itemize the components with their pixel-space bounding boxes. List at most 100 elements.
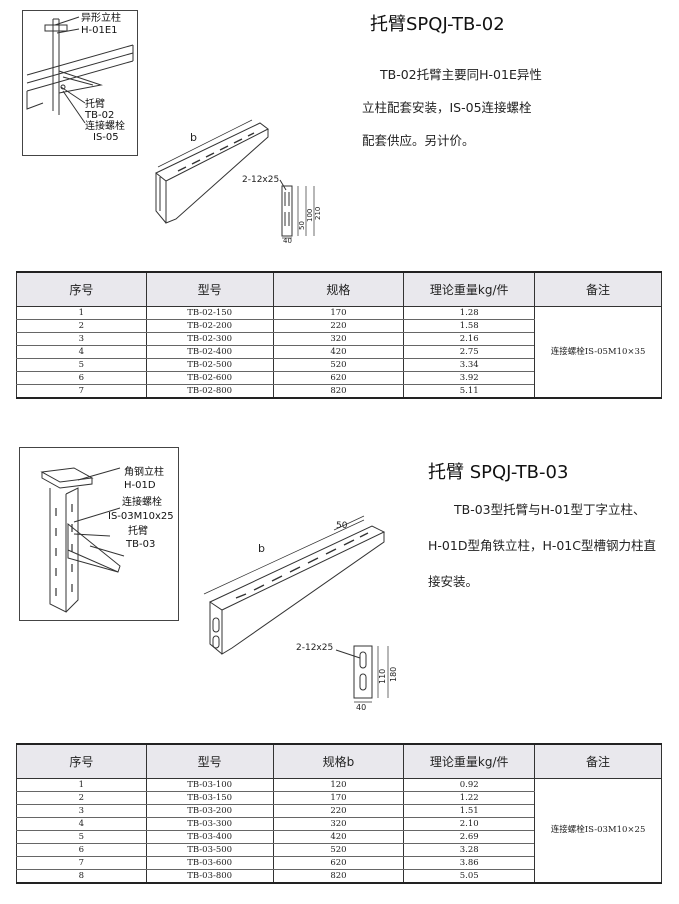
cell-model: TB-03-400 bbox=[145, 830, 274, 844]
tb03-dim-110: 110 bbox=[378, 669, 387, 684]
table-row: 1 TB-02-150 170 1.28 连接螺栓IS-05M10×35 bbox=[16, 306, 662, 399]
cell-note: 连接螺栓IS-05M10×35 bbox=[534, 306, 662, 399]
cell-index: 4 bbox=[16, 817, 147, 831]
cell-weight: 2.75 bbox=[403, 345, 536, 359]
tb02-spec-table: 序号 型号 规格 理论重量kg/件 备注 1 TB-02-150 170 1.2… bbox=[16, 271, 662, 399]
tb03-description: TB-03型托臂与H-01型丁字立柱、 H-01D型角铁立柱，H-01C型槽钢力… bbox=[428, 492, 656, 600]
table-row: 2 TB-02-200 220 1.58 bbox=[16, 319, 662, 333]
tb02-dim-slot: 2-12x25 bbox=[242, 175, 279, 185]
tb03-spec-table: 序号 型号 规格b 理论重量kg/件 备注 1 TB-03-100 120 0.… bbox=[16, 743, 662, 884]
cell-model: TB-03-500 bbox=[145, 843, 274, 857]
table-row: 3 TB-02-300 320 2.16 bbox=[16, 332, 662, 346]
tb02-assembly-drawing bbox=[26, 16, 134, 124]
cell-spec: 170 bbox=[272, 306, 405, 320]
cell-index: 1 bbox=[16, 306, 147, 320]
callout-arm-label: 托臂 bbox=[85, 99, 105, 110]
tb03-dim-180: 180 bbox=[389, 667, 398, 682]
tb02-dim-210: 210 bbox=[314, 207, 322, 220]
tb03-title: 托臂 SPQJ-TB-03 bbox=[428, 462, 569, 483]
tb02-dim-50: 50 bbox=[298, 221, 306, 230]
cell-spec: 620 bbox=[272, 371, 405, 385]
callout-bolt-code-2: IS-03M10x25 bbox=[108, 511, 174, 522]
cell-weight: 2.16 bbox=[403, 332, 536, 346]
tb03-dim-slot: 2-12x25 bbox=[296, 643, 333, 653]
cell-spec: 820 bbox=[272, 384, 405, 399]
cell-spec: 520 bbox=[272, 358, 405, 372]
cell-spec: 170 bbox=[272, 791, 405, 805]
tb03-desc-line-1: TB-03型托臂与H-01型丁字立柱、 bbox=[454, 502, 646, 517]
cell-note: 连接螺栓IS-03M10×25 bbox=[534, 778, 662, 884]
tb02-slot-detail: 2-12x25 40 50 100 210 bbox=[242, 175, 322, 245]
tb02-desc-line-3: 配套供应。另计价。 bbox=[362, 133, 475, 148]
cell-model: TB-02-500 bbox=[145, 358, 274, 372]
callout-angle-column-code: H-01D bbox=[124, 480, 156, 491]
tb03-slot-detail: 2-12x25 40 110 180 bbox=[296, 643, 398, 712]
cell-spec: 120 bbox=[272, 778, 405, 792]
cell-spec: 220 bbox=[272, 804, 405, 818]
cell-index: 1 bbox=[16, 778, 147, 792]
cell-spec: 620 bbox=[272, 856, 405, 870]
cell-weight: 3.34 bbox=[403, 358, 536, 372]
cell-weight: 1.51 bbox=[403, 804, 536, 818]
cell-model: TB-03-150 bbox=[145, 791, 274, 805]
cell-index: 4 bbox=[16, 345, 147, 359]
header-model: 型号 bbox=[145, 271, 274, 307]
cell-model: TB-02-400 bbox=[145, 345, 274, 359]
table-row: 6 TB-03-500 520 3.28 bbox=[16, 843, 662, 857]
cell-spec: 420 bbox=[272, 830, 405, 844]
tb03-assembly-drawing bbox=[40, 467, 125, 613]
callout-column-label: 异形立柱 bbox=[81, 13, 121, 24]
cell-index: 3 bbox=[16, 332, 147, 346]
cell-index: 3 bbox=[16, 804, 147, 818]
cell-spec: 820 bbox=[272, 869, 405, 884]
tb02-desc-line-2: 立柱配套安装，IS-05连接螺栓 bbox=[362, 100, 532, 115]
header-index: 序号 bbox=[16, 743, 147, 779]
tb02-dim-100: 100 bbox=[306, 209, 314, 222]
tb02-arm-drawing: b bbox=[155, 119, 269, 224]
callout-column-code: H-01E1 bbox=[81, 25, 118, 36]
cell-spec: 320 bbox=[272, 817, 405, 831]
header-spec: 规格b bbox=[272, 743, 405, 779]
table-row: 2 TB-03-150 170 1.22 bbox=[16, 791, 662, 805]
tb02-description: TB-02托臂主要同H-01E异性 立柱配套安装，IS-05连接螺栓 配套供应。… bbox=[362, 58, 542, 157]
header-model: 型号 bbox=[145, 743, 274, 779]
callout-arm-code: TB-02 bbox=[85, 110, 115, 121]
cell-spec: 420 bbox=[272, 345, 405, 359]
cell-weight: 2.69 bbox=[403, 830, 536, 844]
cell-spec: 320 bbox=[272, 332, 405, 346]
tb03-arm-drawing: b 50 bbox=[203, 515, 386, 655]
cell-spec: 520 bbox=[272, 843, 405, 857]
table-row: 5 TB-02-500 520 3.34 bbox=[16, 358, 662, 372]
cell-model: TB-02-300 bbox=[145, 332, 274, 346]
header-index: 序号 bbox=[16, 271, 147, 307]
header-note: 备注 bbox=[534, 743, 662, 779]
cell-model: TB-02-150 bbox=[145, 306, 274, 320]
table-row: 8 TB-03-800 820 5.05 bbox=[16, 869, 662, 884]
cell-index: 2 bbox=[16, 319, 147, 333]
tb03-dim-40: 40 bbox=[356, 703, 366, 712]
cell-weight: 3.86 bbox=[403, 856, 536, 870]
tb02-dim-b: b bbox=[190, 131, 197, 144]
tb03-assembly-figure: 角钢立柱 H-01D 连接螺栓 IS-03M10x25 托臂 TB-03 bbox=[19, 447, 179, 621]
cell-weight: 5.11 bbox=[403, 384, 536, 399]
cell-index: 8 bbox=[16, 869, 147, 884]
cell-index: 5 bbox=[16, 358, 147, 372]
cell-spec: 220 bbox=[272, 319, 405, 333]
callout-angle-column-label: 角钢立柱 bbox=[124, 467, 164, 478]
cell-weight: 1.28 bbox=[403, 306, 536, 320]
cell-index: 7 bbox=[16, 384, 147, 399]
tb02-desc-line-1: TB-02托臂主要同H-01E异性 bbox=[380, 67, 542, 82]
cell-index: 7 bbox=[16, 856, 147, 870]
table-header-row: 序号 型号 规格b 理论重量kg/件 备注 bbox=[16, 743, 662, 779]
cell-weight: 1.58 bbox=[403, 319, 536, 333]
table-row: 4 TB-03-300 320 2.10 bbox=[16, 817, 662, 831]
table-row: 4 TB-02-400 420 2.75 bbox=[16, 345, 662, 359]
cell-model: TB-02-800 bbox=[145, 384, 274, 399]
cell-model: TB-03-300 bbox=[145, 817, 274, 831]
table-row: 7 TB-03-600 620 3.86 bbox=[16, 856, 662, 870]
table-row: 6 TB-02-600 620 3.92 bbox=[16, 371, 662, 385]
cell-weight: 1.22 bbox=[403, 791, 536, 805]
callout-bolt-code: IS-05 bbox=[93, 132, 119, 143]
header-weight: 理论重量kg/件 bbox=[403, 743, 536, 779]
cell-weight: 2.10 bbox=[403, 817, 536, 831]
